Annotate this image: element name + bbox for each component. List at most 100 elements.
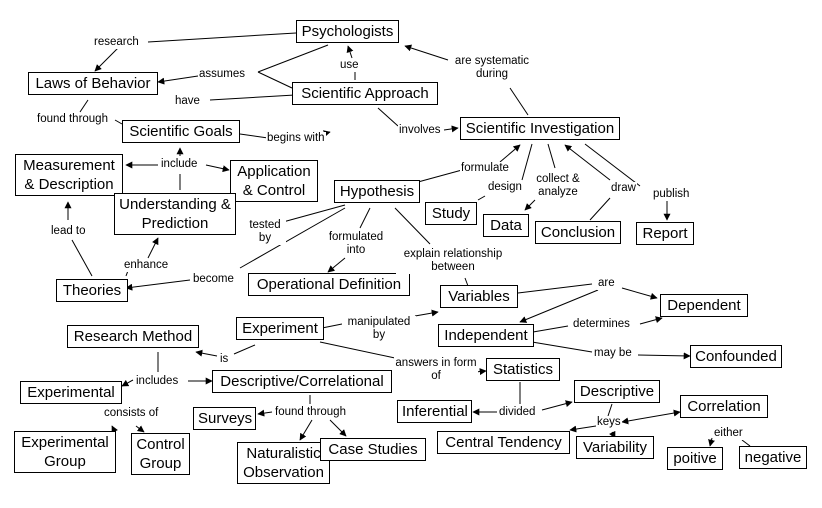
node-label: Psychologists	[301, 23, 394, 40]
edge-line	[359, 207, 371, 229]
node-label: Naturalistic Observation	[243, 445, 324, 481]
node-label: Descriptive/Correlational	[220, 373, 384, 390]
node-label: Scientific Goals	[129, 123, 233, 140]
node-variability: Variability	[576, 436, 654, 459]
link-label-consists-of: consists of	[103, 407, 160, 420]
node-understanding-prediction: Understanding & Prediction	[114, 193, 236, 235]
node-label: Central Tendency	[445, 434, 562, 451]
node-label: Hypothesis	[339, 183, 415, 200]
link-label-are: are	[597, 277, 616, 290]
node-label: Experiment	[242, 320, 318, 337]
node-laws-of-behavior: Laws of Behavior	[28, 72, 158, 95]
node-psychologists: Psychologists	[296, 20, 399, 43]
node-label: Scientific Approach	[301, 85, 429, 102]
edge-line	[477, 195, 486, 201]
node-independent: Independent	[438, 324, 534, 347]
edge-line	[239, 133, 269, 139]
node-label: Case Studies	[328, 441, 418, 458]
node-study: Study	[425, 202, 477, 225]
edge-line	[121, 379, 134, 387]
node-inferential: Inferential	[397, 400, 472, 423]
node-operational-definition: Operational Definition	[248, 273, 410, 296]
link-label-have: have	[174, 95, 201, 108]
link-label-use: use	[339, 59, 360, 72]
edge-line	[547, 143, 556, 169]
node-label: Confounded	[695, 348, 777, 365]
edge-line	[607, 403, 613, 417]
edge-line	[205, 164, 230, 173]
node-label: Surveys	[198, 410, 253, 427]
edge-line	[79, 99, 89, 113]
node-descriptive-correlational: Descriptive/Correlational	[212, 370, 392, 393]
edge-line	[541, 400, 573, 411]
edge-line	[94, 47, 119, 72]
edge-line	[519, 289, 599, 323]
node-label: Measurement & Description	[23, 157, 115, 193]
edge-line	[564, 144, 611, 181]
edge-line	[443, 125, 459, 133]
link-label-keys: keys	[596, 416, 622, 429]
edge-line	[589, 197, 611, 221]
edge-line	[741, 439, 751, 447]
node-variables: Variables	[440, 285, 518, 308]
link-label-enhance: enhance	[123, 259, 170, 272]
edge-line	[377, 107, 399, 127]
node-label: Understanding & Prediction	[119, 196, 231, 232]
edge-line	[327, 257, 346, 273]
edge-line	[135, 425, 145, 433]
node-scientific-approach: Scientific Approach	[292, 82, 438, 105]
link-label-found-through: found through	[36, 113, 109, 126]
link-label-become: become	[192, 273, 235, 286]
node-statistics: Statistics	[486, 358, 560, 381]
node-label: Variables	[448, 288, 510, 305]
link-label-divided: divided	[498, 406, 537, 419]
edge-line	[404, 44, 449, 61]
link-label-either: either	[713, 427, 744, 440]
edge-line	[111, 425, 118, 434]
node-label: Independent	[444, 327, 528, 344]
node-central-tendency: Central Tendency	[437, 431, 570, 454]
edge-line	[114, 119, 123, 125]
link-label-involves: involves	[398, 124, 442, 137]
node-label: Experimental Group	[21, 434, 109, 470]
node-negative: negative	[739, 446, 807, 469]
edge-line	[257, 44, 329, 73]
node-label: Descriptive	[579, 383, 655, 400]
edge-line	[329, 419, 347, 437]
node-scientific-investigation: Scientific Investigation	[460, 117, 620, 140]
node-poitive: poitive	[667, 447, 723, 470]
node-label: Statistics	[492, 361, 553, 378]
edge-line	[417, 169, 463, 183]
link-label-found-through-2: found through	[274, 406, 347, 419]
node-theories: Theories	[56, 279, 128, 302]
node-label: Operational Definition	[256, 276, 402, 293]
link-label-research: research	[93, 36, 140, 49]
edge-line	[414, 309, 439, 317]
node-confounded: Confounded	[690, 345, 782, 368]
edge-line	[71, 239, 93, 277]
node-application-control: Application & Control	[230, 160, 318, 202]
node-experimental: Experimental	[20, 381, 122, 404]
node-scientific-goals: Scientific Goals	[122, 120, 240, 143]
node-label: Scientific Investigation	[465, 120, 615, 137]
link-label-explain-relationship-between: explain relationship between	[396, 248, 510, 274]
link-label-may-be: may be	[593, 347, 633, 360]
link-label-determines: determines	[572, 318, 631, 331]
node-label: Experimental	[27, 384, 115, 401]
node-label: Study	[431, 205, 471, 222]
node-experiment: Experiment	[236, 317, 324, 340]
node-measurement-description: Measurement & Description	[15, 154, 123, 196]
link-label-are-systematic-during: are systematic during	[450, 55, 534, 81]
link-label-assumes: assumes	[198, 68, 247, 81]
node-surveys: Surveys	[193, 407, 256, 430]
node-label: Control Group	[136, 436, 185, 472]
link-label-manipulated-by: manipulated by	[342, 316, 416, 342]
node-descriptive: Descriptive	[574, 380, 660, 403]
node-conclusion: Conclusion	[535, 221, 621, 244]
edge-line	[517, 283, 593, 294]
node-label: Dependent	[667, 297, 741, 314]
link-label-lead-to: lead to	[50, 225, 87, 238]
edge-line	[239, 207, 346, 269]
edge-line	[346, 45, 354, 59]
